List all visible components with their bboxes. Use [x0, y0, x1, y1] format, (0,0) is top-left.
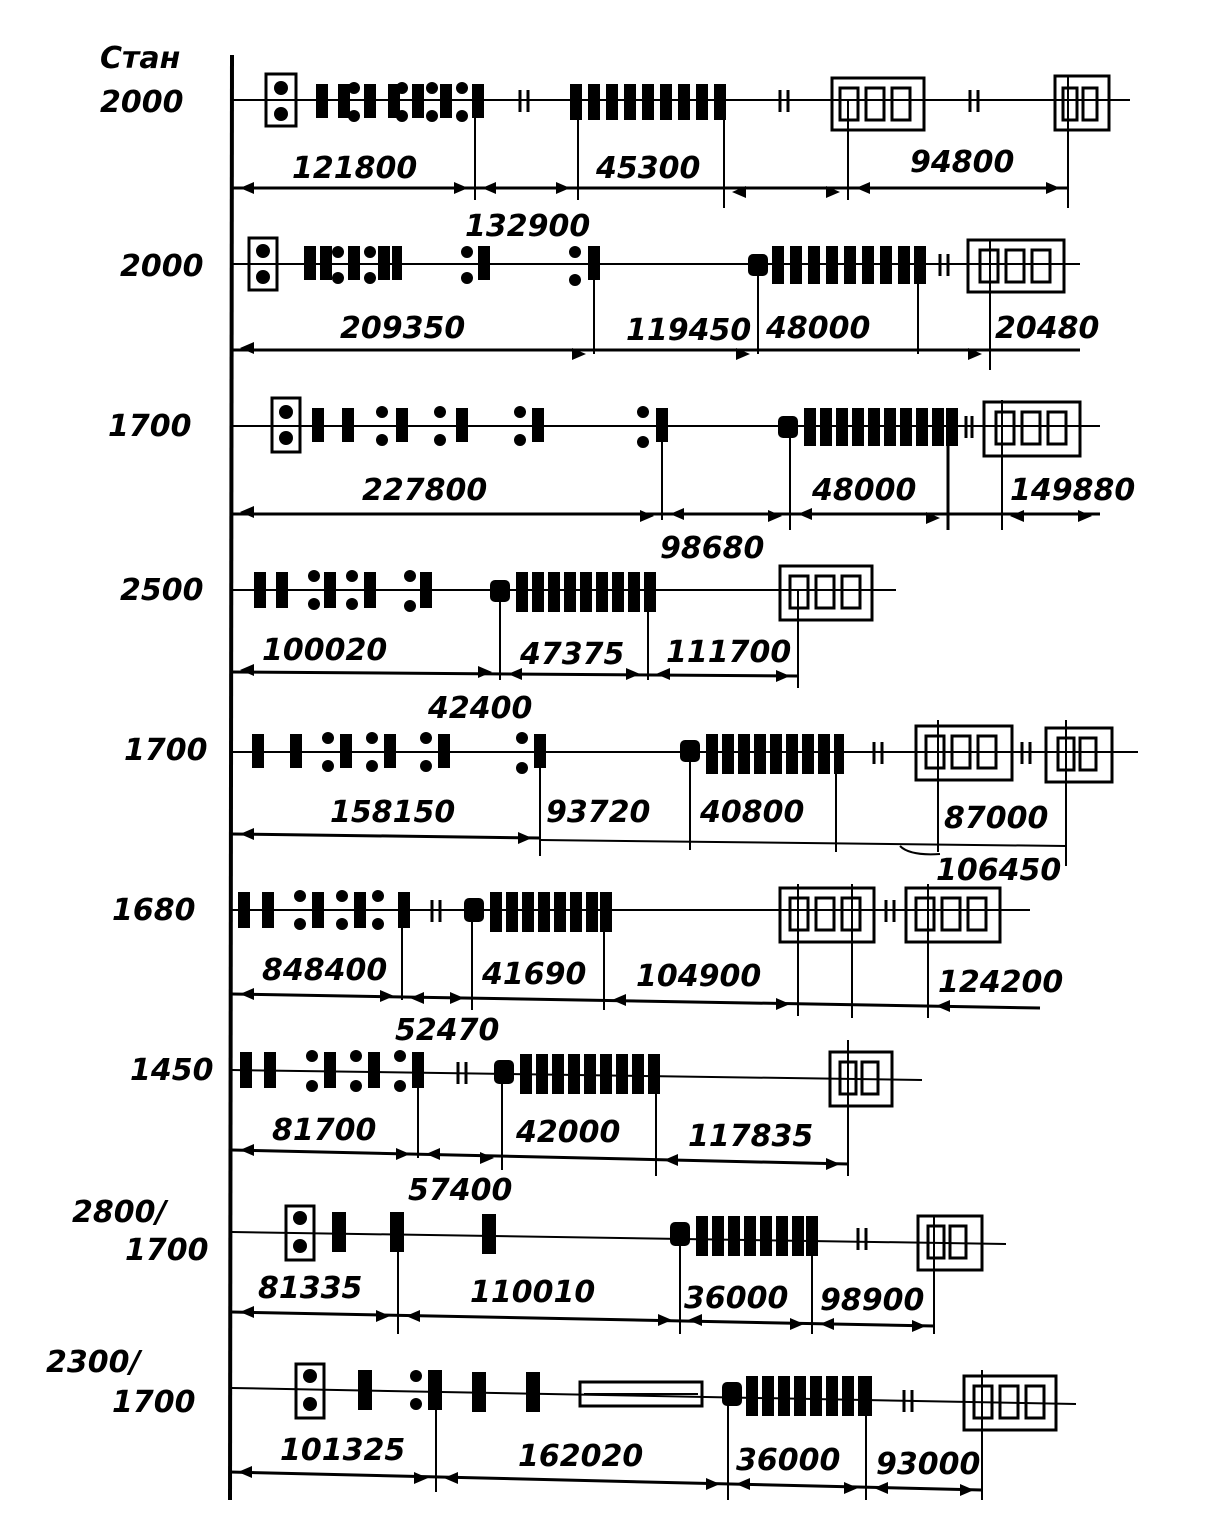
mill-row: 158150 93720 40800 87000 106450 — [231, 720, 1138, 888]
dimension-label: 48000 — [811, 473, 916, 508]
dimension-label: 117835 — [688, 1119, 813, 1154]
dimension-label: 104900 — [636, 959, 761, 994]
mill-row: 227800 98680 48000 149880 — [232, 396, 1135, 566]
mill-label: 2500 — [120, 573, 204, 608]
mill-row: 81335 110010 36000 98900 — [231, 1204, 1007, 1334]
dimension-label: 132900 — [465, 209, 590, 244]
header-label: Стан — [100, 41, 180, 76]
dimension-label: 121800 — [292, 151, 417, 186]
mill-row: 209350 119450 48000 20480 — [232, 236, 1099, 370]
dimension-label: 848400 — [262, 953, 387, 988]
dimension-label: 158150 — [330, 795, 455, 830]
dimension-label: 52470 — [395, 1013, 499, 1048]
dimension-label: 100020 — [262, 633, 387, 668]
mill-label: 1680 — [112, 893, 196, 928]
mill-label: 1700 — [125, 1233, 209, 1268]
dimension-label: 45300 — [595, 151, 700, 186]
dimension-label: 36000 — [736, 1443, 840, 1478]
dimension-label: 98680 — [660, 531, 764, 566]
dimension-label: 124200 — [938, 965, 1063, 1000]
header-mill-number: 2000 — [100, 85, 184, 120]
mill-label: 2300/ — [46, 1345, 143, 1380]
dimension-label: 42000 — [515, 1115, 620, 1150]
dimension-label: 94800 — [910, 145, 1014, 180]
mill-label: 1700 — [112, 1385, 196, 1420]
dimension-label: 41690 — [481, 957, 586, 992]
dimension-label: 111700 — [666, 635, 791, 670]
dimension-label: 81335 — [258, 1271, 362, 1306]
dimension-label: 227800 — [362, 473, 487, 508]
mill-row: 848400 52470 41690 104900 124200 — [231, 884, 1063, 1048]
dimension-label: 110010 — [470, 1275, 595, 1310]
mill-label: 1700 — [108, 409, 192, 444]
dimension-label: 209350 — [340, 311, 465, 346]
dimension-label: 48000 — [765, 311, 870, 346]
dimension-label: 36000 — [684, 1281, 788, 1316]
dimension-label: 40800 — [699, 795, 804, 830]
mill-label: 2000 — [120, 249, 204, 284]
dimension-label: 119450 — [626, 313, 751, 348]
dimension-label: 101325 — [280, 1433, 405, 1468]
dimension-label: 42400 — [427, 691, 532, 726]
dimension-label: 149880 — [1010, 473, 1135, 508]
vertical-axis — [228, 54, 234, 1501]
dimension-label: 47375 — [519, 637, 624, 672]
dimension-label: 81700 — [272, 1113, 376, 1148]
dimension-label: 87000 — [944, 801, 1048, 836]
mill-row: 81700 57400 42000 117835 — [231, 1040, 923, 1208]
dimension-label: 57400 — [408, 1173, 512, 1208]
dimension-label: 93720 — [546, 795, 650, 830]
dimension-label: 162020 — [518, 1439, 643, 1474]
mill-row: 121800 132900 45300 94800 — [232, 72, 1130, 244]
dimension-label: 98900 — [820, 1283, 924, 1318]
dimension-label: 20480 — [995, 311, 1099, 346]
mill-row: 100020 42400 47375 111700 — [231, 564, 896, 726]
mill-label: 1450 — [130, 1053, 214, 1088]
mill-label: 2800/ — [72, 1195, 169, 1230]
dimension-label: 93000 — [876, 1447, 980, 1482]
mill-row: 101325 162020 36000 93000 — [229, 1362, 1077, 1500]
mill-label: 1700 — [124, 733, 208, 768]
dimension-label: 106450 — [936, 853, 1061, 888]
